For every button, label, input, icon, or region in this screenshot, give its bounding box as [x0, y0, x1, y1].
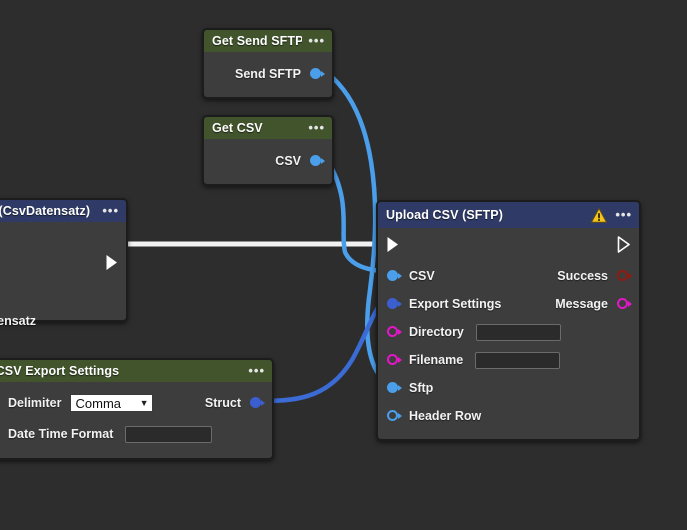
pin-message-out[interactable]: [617, 297, 632, 311]
node-body: CSV: [204, 139, 332, 184]
node-header[interactable]: Get CSV •••: [204, 117, 332, 139]
pin-row-directory: Directory: [378, 318, 639, 346]
pin-label-message: Message: [555, 297, 608, 311]
node-menu-icon[interactable]: •••: [248, 363, 265, 378]
pin-label-header-row: Header Row: [409, 409, 482, 423]
node-menu-icon[interactable]: •••: [615, 207, 632, 222]
node-title: Upload CSV (SFTP): [386, 208, 503, 222]
pin-struct-out[interactable]: [250, 396, 265, 410]
node-get-csv[interactable]: Get CSV ••• CSV: [202, 115, 334, 186]
node-header[interactable]: ke CSV Export Settings •••: [0, 360, 272, 382]
exec-row: [378, 232, 639, 262]
exec-out-icon: [106, 255, 117, 270]
field-label-datetimeformat: Date Time Format: [8, 427, 114, 441]
pin-row-datetimeformat[interactable]: Date Time Format: [0, 420, 272, 448]
pin-header-row-in[interactable]: [387, 409, 402, 423]
pin-label: Send SFTP: [235, 67, 301, 81]
node-header[interactable]: Upload CSV (SFTP) •••: [378, 202, 639, 228]
node-body: Send SFTP: [204, 52, 332, 97]
node-body: CSV Success Export Settings Message: [378, 228, 639, 439]
pin-row-filename: Filename: [378, 346, 639, 374]
pin-csv-out[interactable]: [310, 154, 325, 168]
exec-out-icon: [617, 236, 630, 253]
filename-input[interactable]: [475, 351, 561, 369]
pin-label-sftp: Sftp: [409, 381, 434, 395]
pin-row-exportsettings-message: Export Settings Message: [378, 290, 639, 318]
exec-pin-out[interactable]: [617, 236, 631, 258]
chevron-down-icon: ▼: [139, 397, 149, 408]
warning-icon[interactable]: [591, 207, 608, 223]
node-menu-icon[interactable]: •••: [102, 203, 119, 218]
node-header[interactable]: SV (CsvDatensatz) •••: [0, 200, 126, 222]
delimiter-select[interactable]: Comma ▼: [69, 394, 153, 412]
node-menu-icon[interactable]: •••: [308, 120, 325, 135]
pin-row-output[interactable]: Send SFTP: [204, 60, 332, 88]
pin-send-sftp-out[interactable]: [310, 67, 325, 81]
node-title: Get CSV: [212, 121, 263, 135]
pin-row-sftp: Sftp: [378, 374, 639, 402]
node-header[interactable]: Get Send SFTP •••: [204, 30, 332, 52]
exec-pin-in[interactable]: [386, 236, 400, 258]
node-get-send-sftp[interactable]: Get Send SFTP ••• Send SFTP: [202, 28, 334, 99]
pin-directory-in[interactable]: [387, 325, 402, 339]
wire-struct-to-exportsettings: [262, 296, 390, 404]
pin-row-delimiter[interactable]: Delimiter Comma ▼ Struct: [0, 389, 272, 417]
pin-label-filename: Filename: [409, 353, 464, 367]
exec-pin-out[interactable]: [105, 254, 119, 276]
pin-filename-in[interactable]: [387, 353, 402, 367]
datetimeformat-input[interactable]: [125, 425, 213, 443]
field-label-delimiter: Delimiter: [8, 396, 62, 410]
node-csv-datensatz[interactable]: SV (CsvDatensatz) ••• Datensatz: [0, 198, 128, 328]
pin-label-directory: Directory: [409, 325, 464, 339]
node-body: Delimiter Comma ▼ Struct Date Time Forma…: [0, 382, 272, 458]
pin-label-export-settings: Export Settings: [409, 297, 502, 311]
exec-in-icon: [387, 237, 398, 252]
pin-row-csv-success: CSV Success: [378, 262, 639, 290]
node-upload-csv-sftp[interactable]: Upload CSV (SFTP) •••: [376, 200, 641, 441]
pin-sftp-in[interactable]: [387, 381, 402, 395]
pin-row-output[interactable]: CSV: [204, 147, 332, 175]
node-title: SV (CsvDatensatz): [0, 204, 91, 218]
pin-label-success: Success: [557, 269, 608, 283]
node-make-csv-export-settings[interactable]: ke CSV Export Settings ••• Delimiter Com…: [0, 358, 274, 460]
pin-export-settings-in[interactable]: [387, 297, 402, 311]
pin-label: CSV: [275, 154, 301, 168]
node-body: Datensatz: [0, 222, 126, 328]
directory-input[interactable]: [475, 323, 561, 341]
pin-label-datensatz: Datensatz: [0, 314, 37, 328]
node-menu-icon[interactable]: •••: [308, 33, 325, 48]
pin-label-csv: CSV: [409, 269, 435, 283]
node-title: Get Send SFTP: [212, 34, 303, 48]
pin-success-out[interactable]: [617, 269, 632, 283]
pin-row-header-row: Header Row: [378, 402, 639, 430]
pin-row-datensatz[interactable]: Datensatz: [0, 312, 45, 330]
delimiter-value: Comma: [75, 395, 122, 411]
pin-label-struct: Struct: [204, 396, 241, 410]
node-title: ke CSV Export Settings: [0, 364, 120, 378]
pin-csv-in[interactable]: [387, 269, 402, 283]
